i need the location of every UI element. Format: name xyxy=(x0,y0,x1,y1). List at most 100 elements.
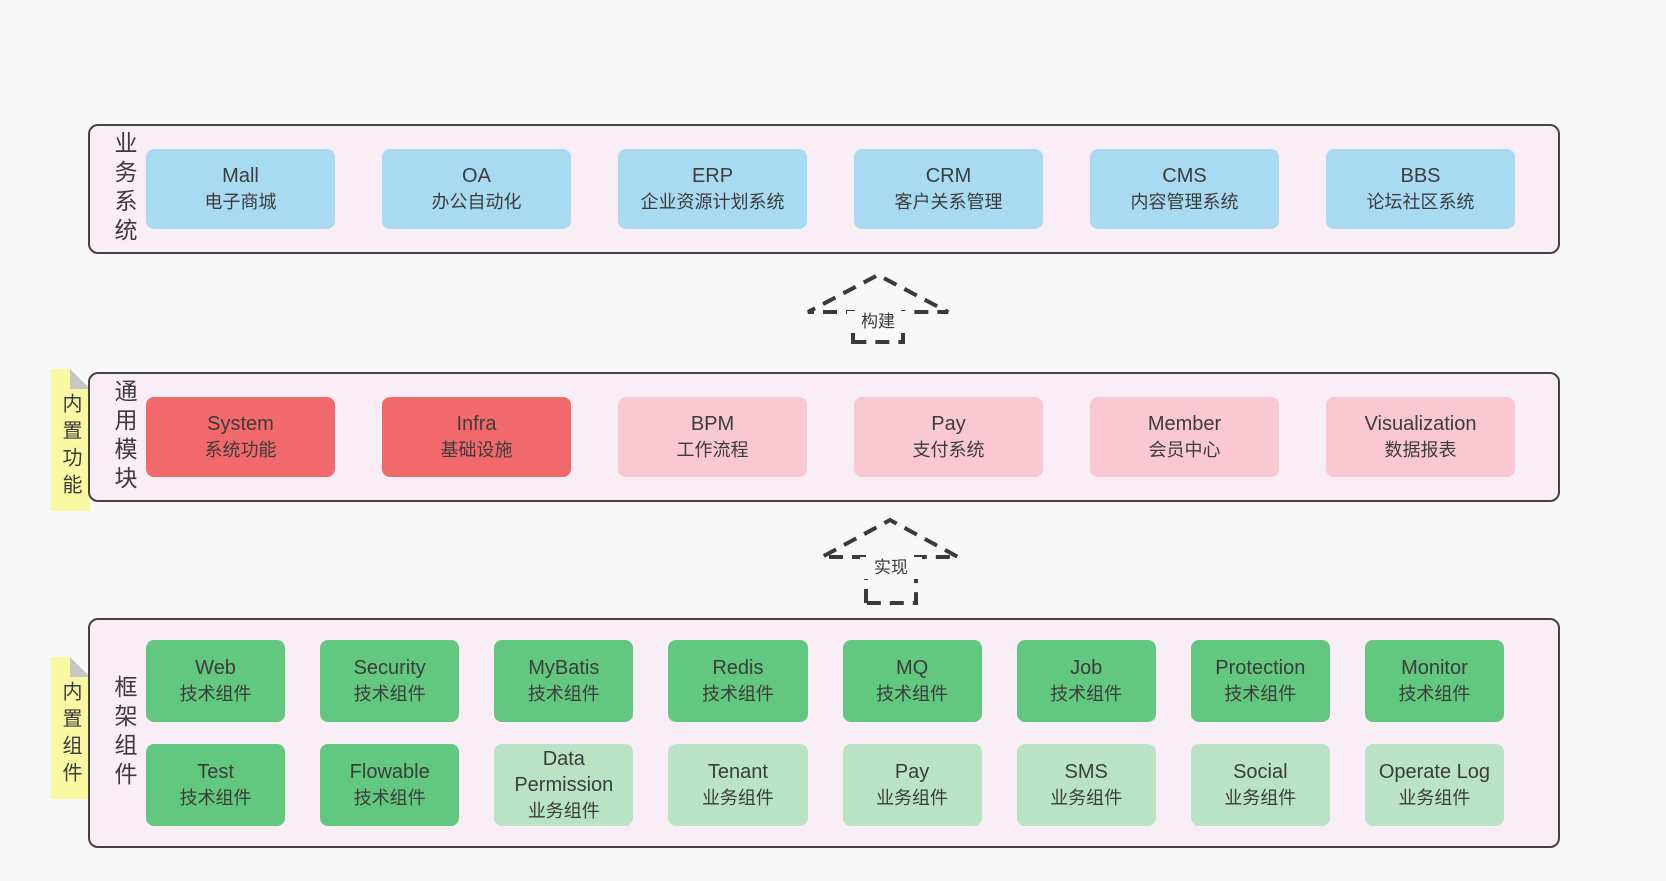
box-title: Security xyxy=(353,657,426,679)
implement-arrow-icon xyxy=(821,517,959,605)
component-box-oa: OA 办公自动化 xyxy=(382,149,571,229)
component-box-erp: ERP 企业资源计划系统 xyxy=(618,149,807,229)
component-box-mq: MQ 技术组件 xyxy=(842,640,982,722)
box-title: Social xyxy=(1233,761,1288,783)
component-box-redis: Redis 技术组件 xyxy=(668,640,808,722)
box-title: Job xyxy=(1070,657,1103,679)
sticky-label: 内置组件 xyxy=(59,681,81,789)
box-title: CMS xyxy=(1162,165,1207,187)
component-box-bpm: BPM 工作流程 xyxy=(618,397,807,477)
box-subtitle: 技术组件 xyxy=(1224,684,1297,704)
component-box-visualization: Visualization 数据报表 xyxy=(1326,397,1515,477)
build-arrow-icon xyxy=(807,272,949,344)
box-title: Protection xyxy=(1215,657,1306,679)
box-subtitle: 业务组件 xyxy=(1224,788,1297,808)
box-subtitle: 基础设施 xyxy=(440,440,513,460)
box-title: MyBatis xyxy=(528,657,600,679)
component-box-security: Security 技术组件 xyxy=(320,640,460,722)
box-title: Operate Log xyxy=(1378,761,1491,783)
component-box-web: Web 技术组件 xyxy=(146,640,286,722)
sticky-note-builtin-features: 内置功能 xyxy=(51,369,90,511)
box-title: Visualization xyxy=(1364,413,1477,435)
box-title: Redis xyxy=(712,657,764,679)
box-subtitle: 内容管理系统 xyxy=(1130,192,1239,212)
component-box-member: Member 会员中心 xyxy=(1090,397,1279,477)
sticky-fold-icon xyxy=(70,369,90,389)
box-subtitle: 技术组件 xyxy=(353,788,426,808)
box-subtitle: 办公自动化 xyxy=(431,192,522,212)
component-box-system: System 系统功能 xyxy=(146,397,335,477)
component-box-mall: Mall 电子商城 xyxy=(146,149,335,229)
box-subtitle: 业务组件 xyxy=(1398,788,1471,808)
component-box-cms: CMS 内容管理系统 xyxy=(1090,149,1279,229)
box-title: Data Permission xyxy=(514,748,614,796)
panel-row: Test 技术组件 Flowable 技术组件 Data Permission 业务组件 T… xyxy=(146,744,1504,826)
panel-row: Mall 电子商城 OA 办公自动化 ERP 企业资源计划系统 CRM 客户关系管理 CMS 内容… xyxy=(146,149,1515,229)
box-subtitle: 会员中心 xyxy=(1148,440,1221,460)
component-box-bbs: BBS 论坛社区系统 xyxy=(1326,149,1515,229)
component-box-flowable: Flowable 技术组件 xyxy=(320,744,460,826)
box-subtitle: 技术组件 xyxy=(527,684,600,704)
box-title: CRM xyxy=(925,165,972,187)
box-title: BPM xyxy=(690,413,735,435)
box-title: Monitor xyxy=(1401,657,1468,679)
box-subtitle: 业务组件 xyxy=(1050,788,1123,808)
box-title: OA xyxy=(462,165,491,187)
box-subtitle: 数据报表 xyxy=(1384,440,1457,460)
component-box-protection: Protection 技术组件 xyxy=(1190,640,1330,722)
box-subtitle: 电子商城 xyxy=(204,192,277,212)
box-subtitle: 工作流程 xyxy=(676,440,749,460)
component-box-test: Test 技术组件 xyxy=(146,744,286,826)
box-title: Test xyxy=(197,761,234,783)
component-box-job: Job 技术组件 xyxy=(1016,640,1156,722)
box-title: BBS xyxy=(1400,165,1441,187)
box-title: Member xyxy=(1147,413,1222,435)
panel-row: System 系统功能 Infra 基础设施 BPM 工作流程 Pay 支付系统 Member 会… xyxy=(146,397,1515,477)
box-subtitle: 企业资源计划系统 xyxy=(640,192,785,212)
box-subtitle: 技术组件 xyxy=(353,684,426,704)
component-box-social: Social 业务组件 xyxy=(1190,744,1330,826)
box-title: Web xyxy=(195,657,236,679)
arrow-label: 构建 xyxy=(847,311,909,333)
box-subtitle: 业务组件 xyxy=(876,788,949,808)
sticky-fold-icon xyxy=(70,657,90,677)
box-subtitle: 客户关系管理 xyxy=(894,192,1003,212)
arrow-label: 实现 xyxy=(860,557,922,579)
box-title: Infra xyxy=(456,413,497,435)
box-subtitle: 支付系统 xyxy=(912,440,985,460)
component-box-crm: CRM 客户关系管理 xyxy=(854,149,1043,229)
box-title: Flowable xyxy=(349,761,430,783)
box-subtitle: 技术组件 xyxy=(179,788,252,808)
box-subtitle: 论坛社区系统 xyxy=(1366,192,1475,212)
common-modules-panel: 通用模块 System 系统功能 Infra 基础设施 BPM 工作流程 Pay 支付系统 Me… xyxy=(88,372,1560,502)
component-box-pay: Pay 支付系统 xyxy=(854,397,1043,477)
component-box-data-permission: Data Permission 业务组件 xyxy=(494,744,634,826)
box-title: ERP xyxy=(691,165,734,187)
box-subtitle: 技术组件 xyxy=(179,684,252,704)
box-title: Tenant xyxy=(707,761,768,783)
box-title: Pay xyxy=(931,413,966,435)
box-subtitle: 技术组件 xyxy=(1050,684,1123,704)
box-title: Pay xyxy=(894,761,930,783)
box-subtitle: 技术组件 xyxy=(876,684,949,704)
box-subtitle: 技术组件 xyxy=(701,684,774,704)
box-subtitle: 系统功能 xyxy=(204,440,277,460)
box-subtitle: 业务组件 xyxy=(527,801,600,821)
box-title: Mall xyxy=(222,165,259,187)
panel-title: 框架组件 xyxy=(111,675,137,791)
component-box-infra: Infra 基础设施 xyxy=(382,397,571,477)
box-title: System xyxy=(207,413,274,435)
box-title: MQ xyxy=(895,657,929,679)
component-box-pay: Pay 业务组件 xyxy=(842,744,982,826)
business-systems-panel: 业务系统 Mall 电子商城 OA 办公自动化 ERP 企业资源计划系统 CRM 客户关系管理… xyxy=(88,124,1560,254)
panel-title: 通用模块 xyxy=(111,379,137,495)
component-box-mybatis: MyBatis 技术组件 xyxy=(494,640,634,722)
component-box-operate-log: Operate Log 业务组件 xyxy=(1364,744,1504,826)
panel-title: 业务系统 xyxy=(111,131,137,247)
